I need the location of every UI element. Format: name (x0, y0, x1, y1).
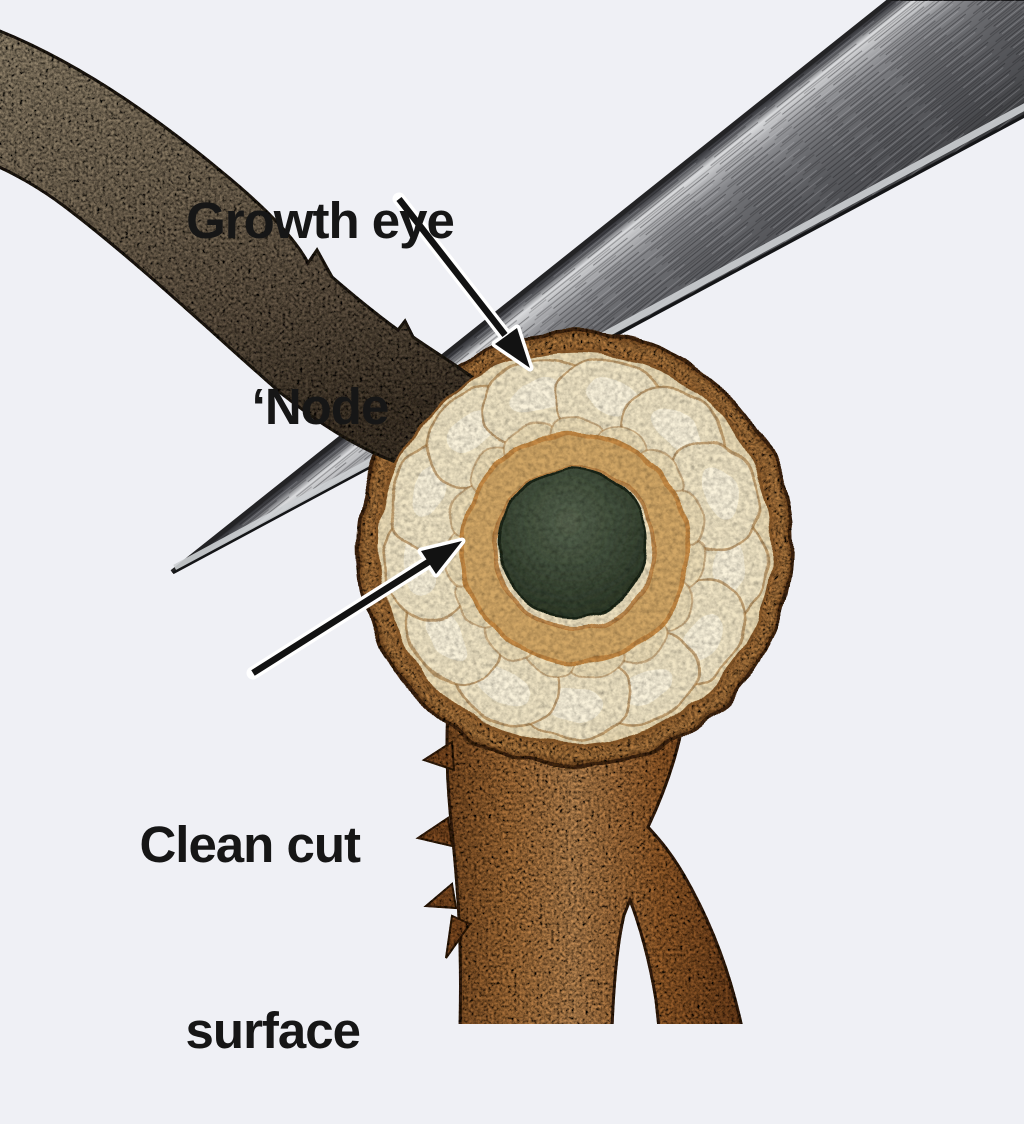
blade-cutting-edge-outline (172, 115, 1024, 575)
blade-cutting-bevel (173, 103, 1024, 572)
tissue-lobe-highlight (621, 666, 674, 706)
label-clean-cut-line1: Clean cut (139, 816, 361, 873)
arrow-to-cut-surface (246, 537, 466, 680)
pith-center (497, 467, 649, 619)
cut-surface (376, 349, 774, 747)
stem-thorn (421, 740, 456, 772)
blade-spine-edge (170, 0, 892, 574)
label-clean-cut-surface: Clean cut surface (40, 690, 361, 1124)
label-growth-eye-line1: Growth eye (186, 192, 455, 249)
arrow-to-node (392, 192, 534, 372)
tissue-lobe-highlight (447, 408, 496, 454)
label-growth-eye-node: Growth eye ‘Node (130, 66, 510, 500)
label-clean-cut-line2: surface (185, 1002, 361, 1059)
tissue-lobe-highlight (654, 408, 703, 454)
tissue-lobe-highlight (546, 687, 603, 721)
tissue-lobe-highlight (510, 378, 566, 415)
label-growth-eye-line2: ‘Node (251, 378, 390, 435)
stem-thorn (415, 816, 454, 848)
pruning-diagram-illustration (0, 0, 1024, 1024)
tissue-lobe-highlight (476, 666, 529, 706)
tissue-lobe-highlight (682, 611, 725, 662)
stem-thorn (423, 882, 458, 910)
tissue-lobe-highlight (702, 466, 740, 520)
stem-thorn (445, 914, 472, 959)
tissue-lobe-highlight (425, 611, 468, 662)
